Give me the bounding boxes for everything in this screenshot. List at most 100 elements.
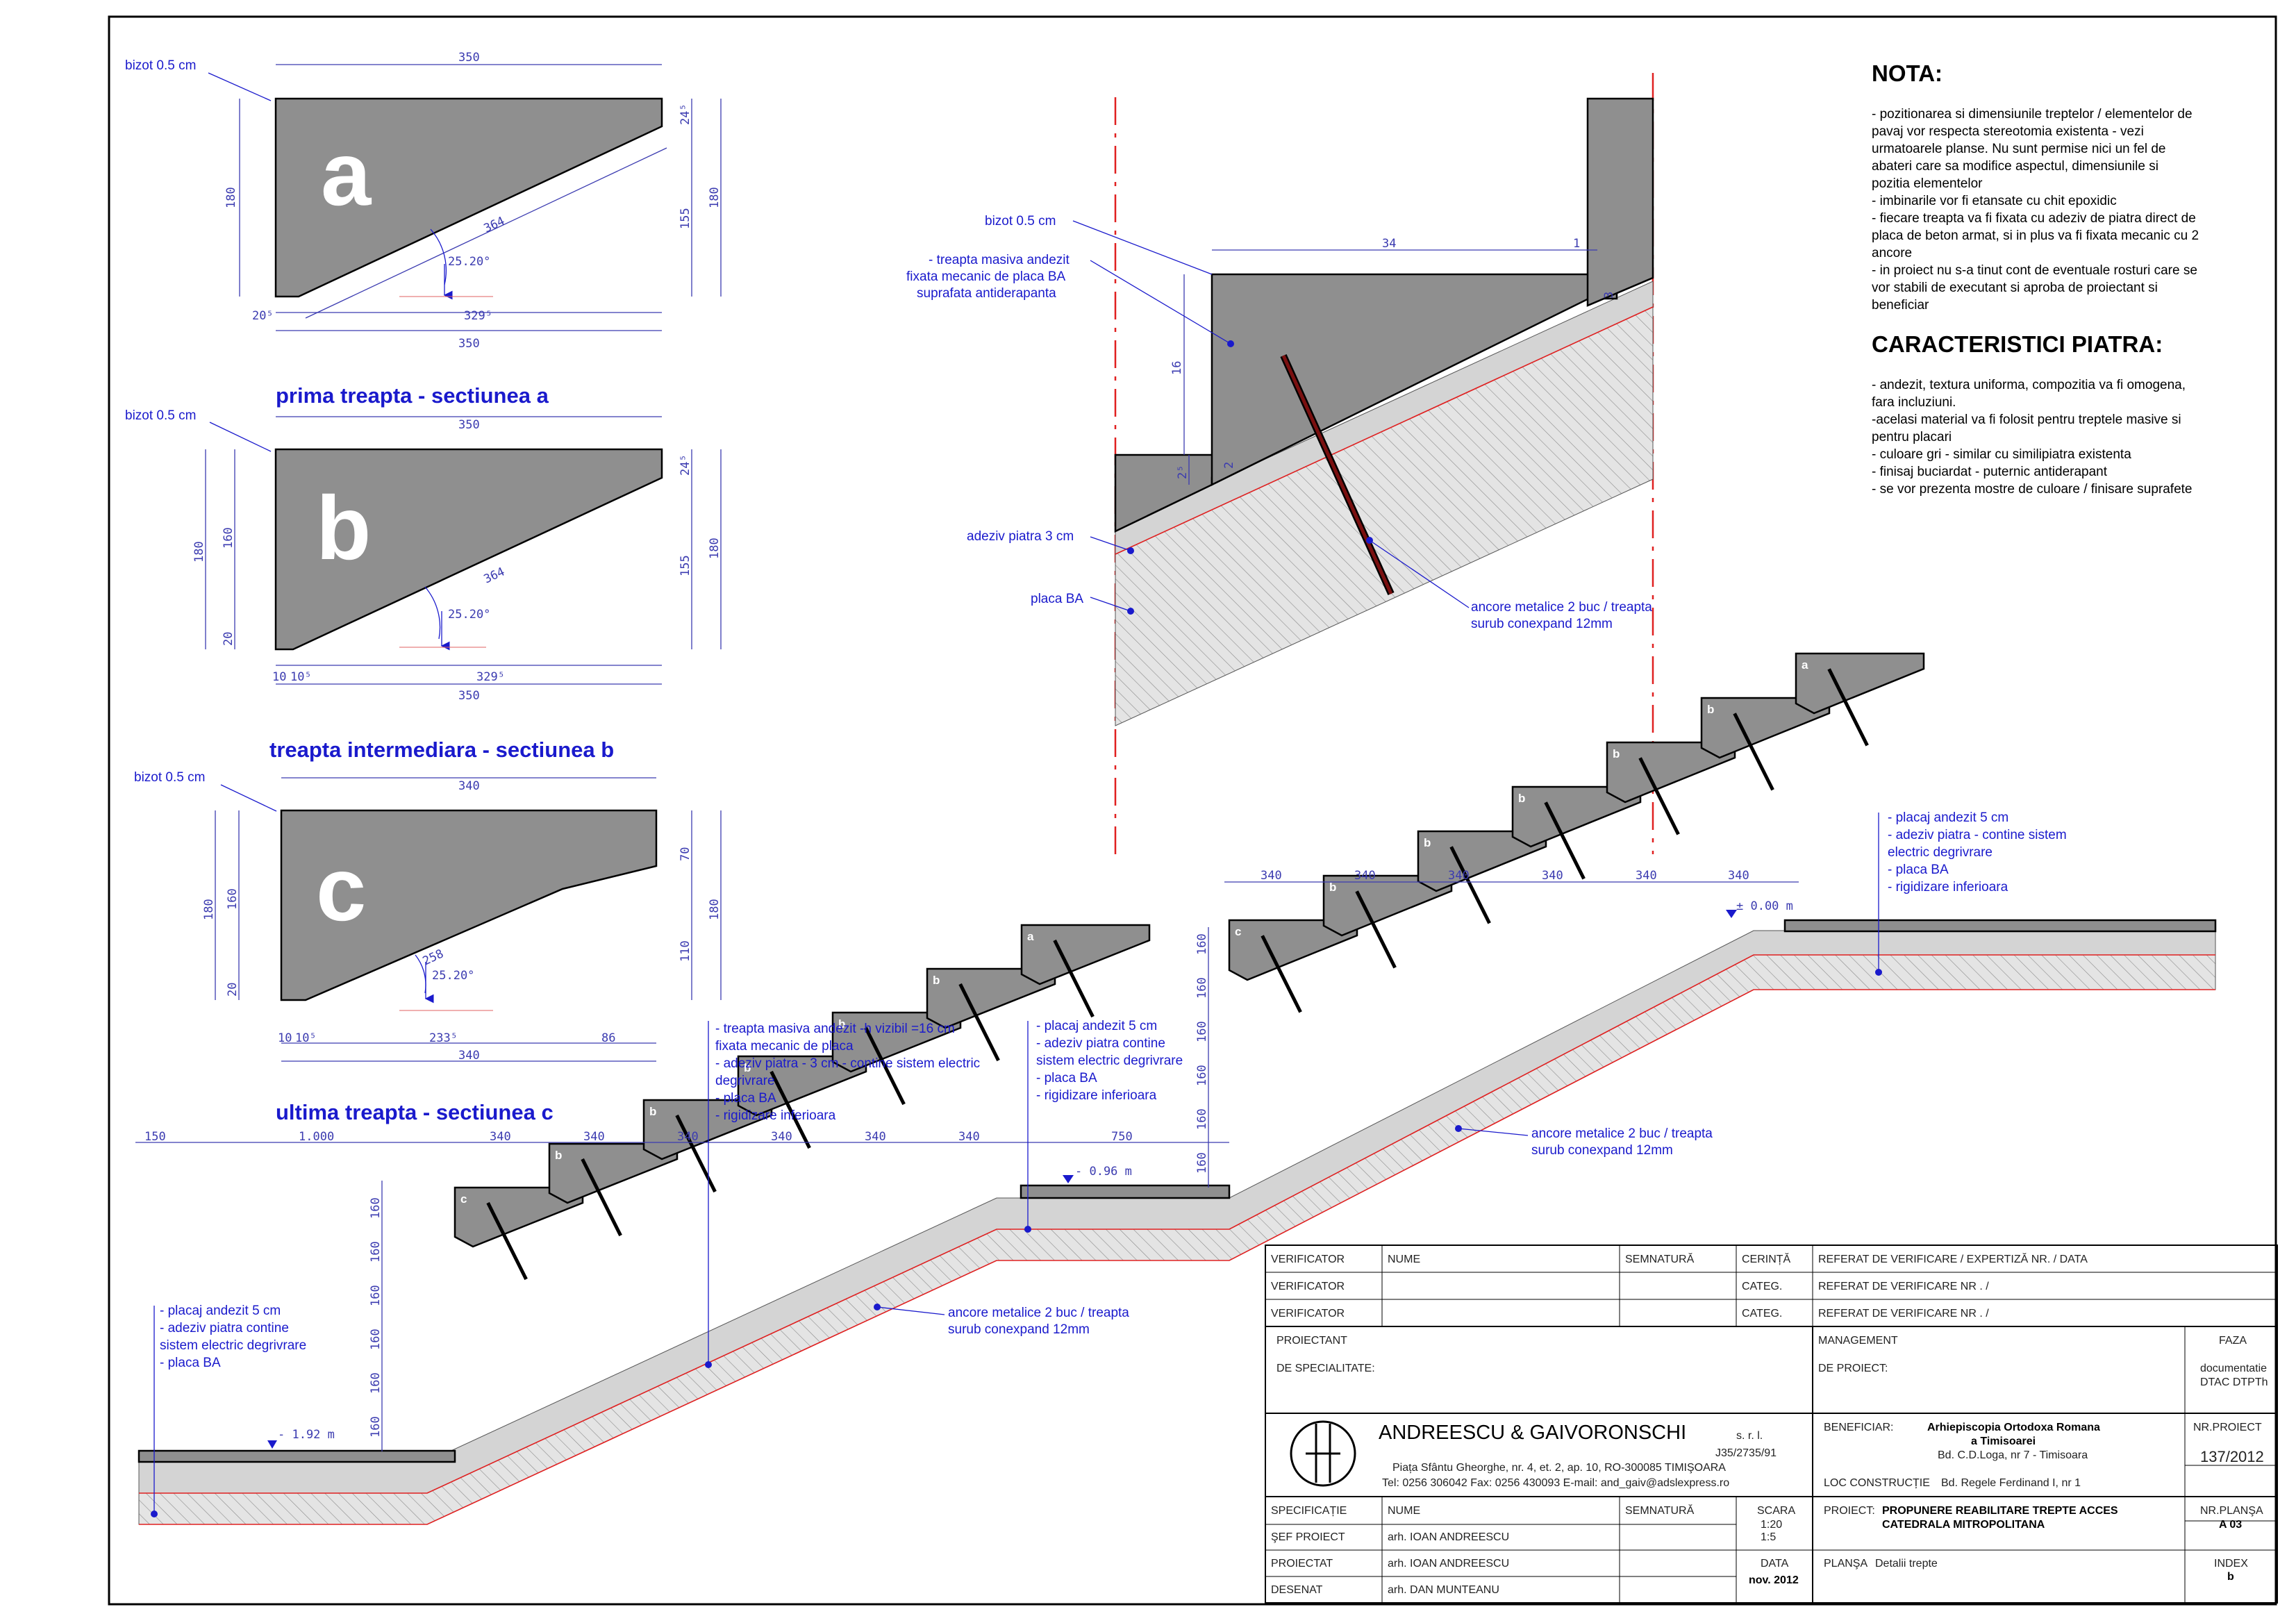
firm-name: ANDREESCU & GAIVORONSCHI	[1379, 1422, 1686, 1444]
svg-text:- placa BA: - placa BA	[160, 1356, 221, 1370]
svg-text:DE PROIECT:: DE PROIECT:	[1818, 1363, 1888, 1374]
svg-text:- in proiect nu s-a tinut cont: - in proiect nu s-a tinut cont de eventu…	[1872, 263, 2197, 278]
svg-text:urmatoarele planse. Nu sunt pe: urmatoarele planse. Nu sunt permise nici…	[1872, 142, 2166, 156]
svg-text:- rigidizare inferioara: - rigidizare inferioara	[1888, 880, 2008, 894]
svg-text:NUME: NUME	[1388, 1254, 1420, 1265]
svg-text:REFERAT DE VERIFICARE NR . /: REFERAT DE VERIFICARE NR . /	[1818, 1308, 1989, 1320]
bottom-dim-3: 340	[583, 1130, 605, 1144]
rise-right-4: 160	[1195, 977, 1209, 999]
svg-text:- 1.92 m: - 1.92 m	[278, 1428, 335, 1442]
svg-text:Bd. Regele Ferdinand I, nr 1: Bd. Regele Ferdinand I, nr 1	[1941, 1477, 2081, 1489]
svg-text:70: 70	[679, 847, 692, 861]
svg-text:placa BA: placa BA	[1031, 592, 1083, 606]
svg-text:BENEFICIAR:: BENEFICIAR:	[1824, 1422, 1893, 1433]
svg-text:364: 364	[482, 214, 507, 235]
svg-text:340: 340	[458, 1049, 480, 1063]
svg-text:- culoare gri - similar cu sim: - culoare gri - similar cu similipiatra …	[1872, 447, 2131, 462]
svg-text:- finisaj buciardat - puternic: - finisaj buciardat - puternic antiderap…	[1872, 465, 2108, 479]
svg-text:fixata mecanic de placa BA: fixata mecanic de placa BA	[906, 269, 1066, 284]
svg-text:electric degrivrare: electric degrivrare	[1888, 845, 1993, 860]
svg-text:b: b	[2227, 1571, 2234, 1583]
lower-step-letter-1: b	[555, 1149, 562, 1162]
svg-text:364: 364	[482, 565, 507, 586]
upper-step-anchor-0	[1261, 935, 1302, 1013]
firm-logo	[1290, 1420, 1356, 1487]
svg-text:pentru placari: pentru placari	[1872, 430, 1952, 444]
svg-text:- placa BA: - placa BA	[715, 1091, 776, 1106]
section-c: c bizot 0.5 cm 340 180 160 20 70 110 180…	[134, 770, 722, 1124]
svg-text:- adeziv piatra contine: - adeziv piatra contine	[1036, 1036, 1165, 1051]
bottom-dim-1: 1.000	[299, 1130, 334, 1144]
upper-step-letter-3: b	[1518, 792, 1525, 805]
bottom-dim-6: 340	[865, 1130, 886, 1144]
svg-text:pozitia elementelor: pozitia elementelor	[1872, 176, 1983, 191]
svg-text:SEMNATURĂ: SEMNATURĂ	[1625, 1504, 1695, 1517]
upper-step-letter-4: b	[1613, 747, 1620, 760]
nota-block: NOTA: - pozitionarea si dimensiunile tre…	[1872, 60, 2199, 497]
svg-text:REFERAT DE VERIFICARE NR . /: REFERAT DE VERIFICARE NR . /	[1818, 1281, 1989, 1292]
svg-text:340: 340	[458, 779, 480, 793]
rise-left-0: 160	[369, 1416, 383, 1438]
svg-text:ancore: ancore	[1872, 246, 1912, 260]
svg-text:Bd. C.D.Loga, nr 7 - Timisoara: Bd. C.D.Loga, nr 7 - Timisoara	[1938, 1449, 2088, 1461]
svg-text:MANAGEMENT: MANAGEMENT	[1818, 1335, 1898, 1347]
svg-text:160: 160	[222, 527, 235, 549]
svg-text:2: 2	[1222, 462, 1236, 469]
lower-step-letter-4: b	[838, 1017, 845, 1031]
svg-text:155: 155	[679, 555, 692, 576]
upper-step-letter-0: c	[1235, 925, 1241, 938]
bottom-dim-2: 340	[490, 1130, 511, 1144]
upper-step-6	[1795, 652, 1925, 715]
svg-text:J35/2735/91: J35/2735/91	[1715, 1447, 1777, 1459]
svg-text:- se vor prezenta mostre de cu: - se vor prezenta mostre de culoare / fi…	[1872, 482, 2193, 497]
svg-text:- placaj andezit 5 cm: - placaj andezit 5 cm	[1036, 1019, 1157, 1033]
section-b-bizot: bizot 0.5 cm	[125, 408, 196, 423]
svg-text:surub conexpand 12mm: surub conexpand 12mm	[1531, 1143, 1673, 1158]
svg-text:nov. 2012: nov. 2012	[1749, 1574, 1799, 1586]
svg-text:ancore metalice 2 buc / treapt: ancore metalice 2 buc / treapta	[948, 1306, 1129, 1320]
svg-text:180: 180	[708, 187, 722, 208]
section-a-bizot: bizot 0.5 cm	[125, 58, 196, 73]
svg-text:PROIECTANT: PROIECTANT	[1276, 1335, 1347, 1347]
svg-text:86: 86	[601, 1031, 615, 1045]
top-dim-5: 340	[1728, 869, 1749, 883]
rise-left-1: 160	[369, 1372, 383, 1394]
upper-step-anchor-2	[1449, 846, 1491, 924]
bottom-dim-0: 150	[144, 1130, 166, 1144]
lower-step-letter-5: b	[933, 974, 940, 987]
svg-text:VERIFICATOR: VERIFICATOR	[1271, 1281, 1345, 1292]
svg-text:180: 180	[192, 541, 206, 563]
svg-text:350: 350	[458, 418, 480, 432]
svg-text:- andezit, textura uniforma, c: - andezit, textura uniforma, compozitia …	[1872, 378, 2186, 392]
upper-step-anchor-4	[1638, 757, 1680, 835]
lower-step-letter-2: b	[649, 1105, 656, 1118]
svg-text:PLANŞA: PLANŞA	[1824, 1558, 1867, 1570]
svg-text:± 0.00 m: ± 0.00 m	[1736, 899, 1793, 913]
svg-text:- treapta masiva andezit: - treapta masiva andezit	[929, 253, 1070, 267]
bottom-dim-7: 340	[958, 1130, 980, 1144]
svg-text:sistem electric degrivrare: sistem electric degrivrare	[1036, 1054, 1183, 1068]
svg-text:arh. DAN MUNTEANU: arh. DAN MUNTEANU	[1388, 1584, 1499, 1596]
svg-text:329⁵: 329⁵	[464, 309, 492, 323]
svg-text:- adeziv piatra contine: - adeziv piatra contine	[160, 1321, 289, 1335]
lower-step-letter-6: a	[1027, 930, 1034, 943]
svg-text:suprafata antiderapanta: suprafata antiderapanta	[917, 286, 1056, 301]
svg-text:PROIECTAT: PROIECTAT	[1271, 1558, 1333, 1570]
drawing-frame	[108, 15, 2277, 1606]
svg-text:1:20: 1:20	[1761, 1519, 1782, 1531]
top-dim-3: 340	[1542, 869, 1563, 883]
nota-title: NOTA:	[1872, 60, 1943, 86]
svg-text:Piața Sfântu Gheorghe, nr. 4,: Piața Sfântu Gheorghe, nr. 4, et. 2, ap.…	[1392, 1462, 1726, 1474]
svg-text:s. r. l.: s. r. l.	[1736, 1430, 1763, 1442]
title-block: VERIFICATOR VERIFICATOR VERIFICATOR NUME…	[1265, 1245, 2278, 1604]
svg-text:DE SPECIALITATE:: DE SPECIALITATE:	[1276, 1363, 1375, 1374]
svg-text:PROPUNERE REABILITARE TREPTE A: PROPUNERE REABILITARE TREPTE ACCES	[1882, 1505, 2118, 1517]
lower-step-letter-3: b	[744, 1061, 751, 1074]
svg-text:beneficiar: beneficiar	[1872, 298, 1929, 313]
svg-text:10⁵: 10⁵	[290, 670, 312, 684]
bottom-dim-5: 340	[771, 1130, 792, 1144]
section-b-title: treapta intermediara - sectiunea b	[269, 738, 614, 762]
bottom-dim-8: 750	[1111, 1130, 1133, 1144]
svg-text:- 0.96 m: - 0.96 m	[1075, 1165, 1132, 1179]
